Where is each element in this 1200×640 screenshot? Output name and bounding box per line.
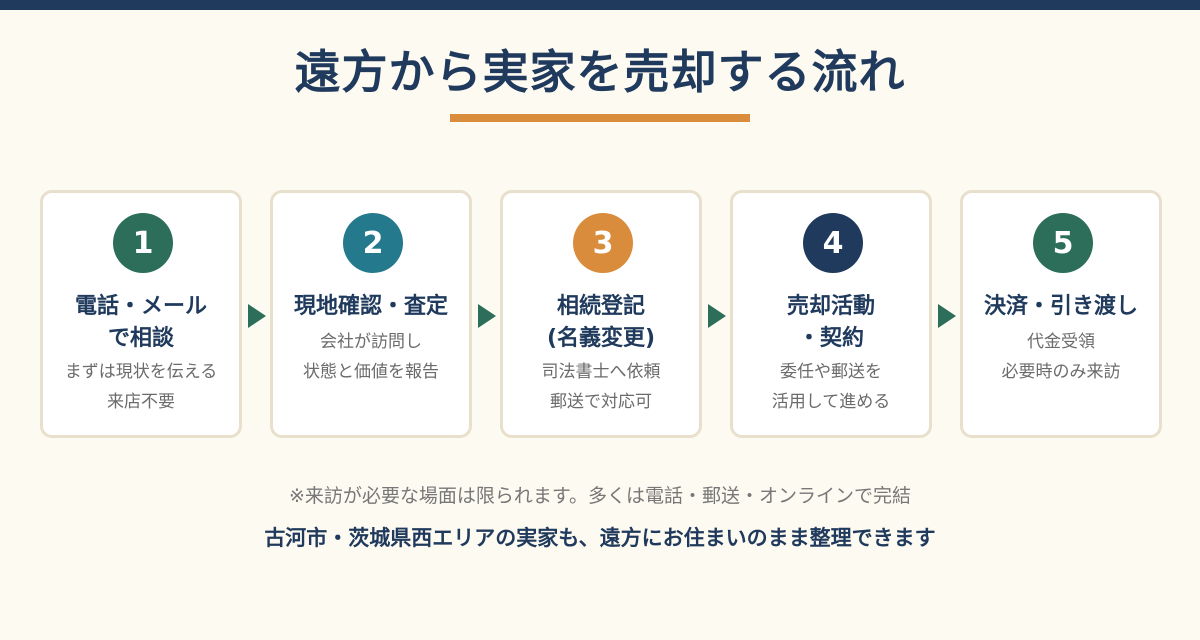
step-card-4: 4 売却活動 ・契約 委任や郵送を 活用して進める: [730, 190, 932, 438]
step-title: 決済・引き渡し: [983, 294, 1138, 319]
title-underline: [450, 114, 750, 122]
step-title: 売却活動 ・契約: [786, 294, 875, 351]
step-number-badge: 2: [343, 213, 403, 273]
step-number-badge: 3: [573, 213, 633, 273]
top-accent-bar: [0, 0, 1200, 10]
step-description: 司法書士へ依頼 郵送で対応可: [541, 362, 661, 412]
step-number-badge: 4: [803, 213, 863, 273]
arrow-right-icon: [938, 304, 956, 328]
step-description: 委任や郵送を 活用して進める: [771, 362, 891, 412]
arrow-right-icon: [478, 304, 496, 328]
footer-message: 古河市・茨城県西エリアの実家も、遠方にお住まいのまま整理できます: [264, 526, 936, 550]
page-title: 遠方から実家を売却する流れ: [294, 45, 906, 99]
step-description: 代金受領 必要時のみ来訪: [1001, 332, 1121, 382]
arrow-right-icon: [708, 304, 726, 328]
arrow-right-icon: [248, 304, 266, 328]
step-card-2: 2 現地確認・査定 会社が訪問し 状態と価値を報告: [270, 190, 472, 438]
note-text: ※来訪が必要な場面は限られます。多くは電話・郵送・オンラインで完結: [288, 485, 912, 507]
step-description: 会社が訪問し 状態と価値を報告: [303, 332, 439, 382]
step-title: 電話・メール で相談: [74, 294, 207, 351]
step-description: まずは現状を伝える 来店不要: [64, 362, 218, 412]
step-number-badge: 5: [1033, 213, 1093, 273]
step-card-1: 1 電話・メール で相談 まずは現状を伝える 来店不要: [40, 190, 242, 438]
step-card-5: 5 決済・引き渡し 代金受領 必要時のみ来訪: [960, 190, 1162, 438]
step-title: 現地確認・査定: [293, 294, 448, 319]
step-title: 相続登記 (名義変更): [546, 294, 656, 351]
step-card-3: 3 相続登記 (名義変更) 司法書士へ依頼 郵送で対応可: [500, 190, 702, 438]
step-number-badge: 1: [113, 213, 173, 273]
